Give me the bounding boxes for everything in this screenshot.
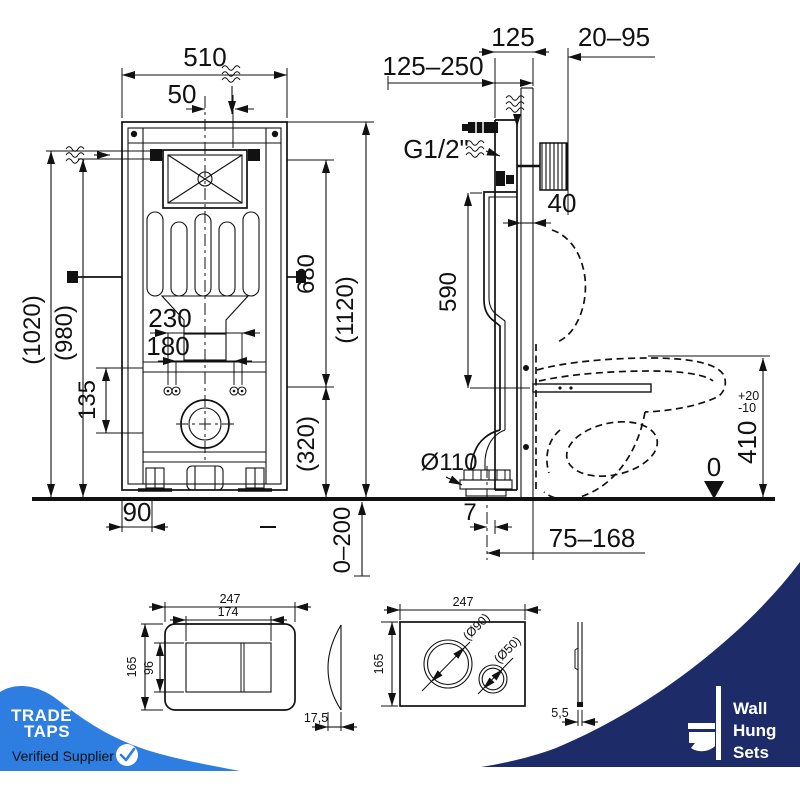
water-supply-left-icon [65, 146, 110, 164]
dim-label-410: 410 [732, 421, 762, 464]
dim-frame-1120: (1120) [287, 121, 374, 497]
dim-label-1020: (1020) [19, 295, 46, 364]
verified-supplier-label: Verified Supplier [12, 748, 114, 764]
tradetaps-logo-line2: TAPS [24, 722, 70, 741]
dim-label-tol-plus: +20 [738, 389, 759, 403]
flush-plate-round-drawing: 247 165 (Ø90) (Ø50) 5,5 [372, 595, 598, 726]
dim-bolt-180: 180 [146, 331, 252, 385]
water-supply-side-icon [505, 95, 525, 127]
plate1-dim-174: 174 [218, 605, 239, 619]
plate1-side-profile [327, 624, 342, 711]
dim-foot-90: 90 [106, 497, 168, 532]
plate2-dim-d50: (Ø50) [491, 634, 523, 666]
dim-label-50: 50 [168, 79, 197, 109]
wallhung-label-line1: Wall [733, 699, 767, 718]
dim-label-320: (320) [293, 416, 320, 472]
adjustable-feet [138, 467, 272, 492]
dim-height-1020: (1020) [19, 151, 55, 497]
dim-cistern-680: 680 [287, 159, 334, 388]
dim-label-510: 510 [183, 42, 226, 72]
pan-fixing-bar [532, 383, 652, 393]
drain-elbow [459, 429, 513, 497]
fixing-bolts [163, 386, 247, 396]
wallhungsets-banner: Wall Hung Sets [481, 562, 800, 767]
small-flush-button [478, 664, 508, 694]
cistern-side [483, 171, 517, 430]
dim-label-7: 7 [463, 499, 476, 526]
side-view-drawing: 125 20–95 125–250 G1/2" 40 [382, 22, 770, 560]
dim-drain-offset: 7 [463, 499, 512, 534]
dim-label-75-168: 75–168 [549, 523, 636, 553]
plate2-dim-d90: (Ø90) [460, 611, 492, 643]
flush-buttons-outline [185, 642, 272, 693]
plate2-side-profile [574, 622, 583, 707]
dim-label-680: 680 [293, 254, 320, 294]
wallhung-label-line2: Hung [733, 721, 776, 740]
plate1-dim-247: 247 [220, 592, 241, 606]
wall-hung-toilet-icon [688, 686, 721, 760]
front-view-drawing: 510 50 (1020) (980) 135 230 [19, 42, 374, 577]
dim-floor-adjust: 0–200 [260, 502, 370, 577]
wall-anchor-left [67, 271, 122, 283]
flush-plate-rect-drawing: 247 174 165 96 17,5 [125, 592, 357, 731]
dim-label-110: Ø110 [421, 449, 478, 476]
check-icon [116, 744, 138, 766]
dim-water-connection: G1/2" [403, 134, 501, 164]
dim-seat-height: 410 +20 -10 [732, 358, 767, 497]
dim-wall-gap: 40 [503, 188, 577, 227]
tradetaps-banner: TRADE TAPS Verified Supplier [0, 686, 240, 771]
dim-label-590: 590 [435, 272, 462, 312]
toilet-pan-outline [535, 229, 727, 501]
wall-bracket [517, 142, 568, 191]
wallhung-label-line3: Sets [733, 743, 769, 762]
wall-anchor-right [287, 271, 306, 283]
inspection-panel [150, 149, 260, 209]
water-supply-top-icon [221, 65, 241, 114]
dim-pipe-range: 125–250 [382, 51, 533, 90]
plate1-dim-thickness: 17,5 [304, 711, 328, 725]
dim-label-40: 40 [548, 188, 577, 218]
dim-height-980: (980) [51, 159, 87, 497]
dim-label-125-250: 125–250 [382, 51, 483, 81]
dim-label-135: 135 [74, 380, 101, 420]
plate1-dim-165: 165 [125, 657, 139, 678]
dim-label-125: 125 [491, 22, 534, 52]
plate2-dim-247: 247 [453, 595, 474, 609]
dim-bracket-135: 135 [74, 367, 143, 434]
large-flush-button [423, 639, 473, 689]
dim-label-g12: G1/2" [403, 134, 469, 164]
plate2-dim-thickness: 5,5 [551, 706, 568, 720]
flush-plate-round [399, 621, 526, 707]
supply-pipe [462, 121, 498, 134]
dim-lower-320: (320) [293, 387, 330, 497]
dim-drain-diameter: Ø110 [421, 449, 478, 486]
dim-label-1120: (1120) [332, 276, 359, 344]
dim-frame-depth: 125 [479, 22, 549, 118]
dim-label-980: (980) [51, 305, 78, 361]
plate2-dim-165: 165 [372, 654, 386, 675]
dim-label-tol-minus: -10 [738, 401, 756, 415]
dim-flush-height: 590 [435, 193, 472, 388]
dim-label-180: 180 [146, 331, 189, 361]
dim-label-0-200: 0–200 [329, 507, 356, 574]
dim-label-20-95: 20–95 [578, 22, 650, 52]
plate1-dim-96: 96 [142, 661, 156, 675]
datum-triangle-icon [704, 481, 724, 499]
dim-front-width: 510 [121, 42, 288, 118]
dim-bolt-230: 230 [148, 303, 260, 385]
dim-supply-offset: 50 [168, 79, 254, 148]
dim-label-230: 230 [148, 303, 191, 333]
dim-label-90: 90 [123, 497, 152, 527]
dim-label-0: 0 [707, 452, 721, 482]
tradetaps-logo-line1: TRADE [11, 706, 72, 725]
flush-plate-rect [164, 623, 296, 711]
dim-outlet-range: 75–168 [487, 523, 645, 557]
datum-marker: 0 [704, 452, 724, 499]
dim-wall-range: 20–95 [568, 22, 655, 61]
water-squiggle-icon [465, 140, 485, 146]
